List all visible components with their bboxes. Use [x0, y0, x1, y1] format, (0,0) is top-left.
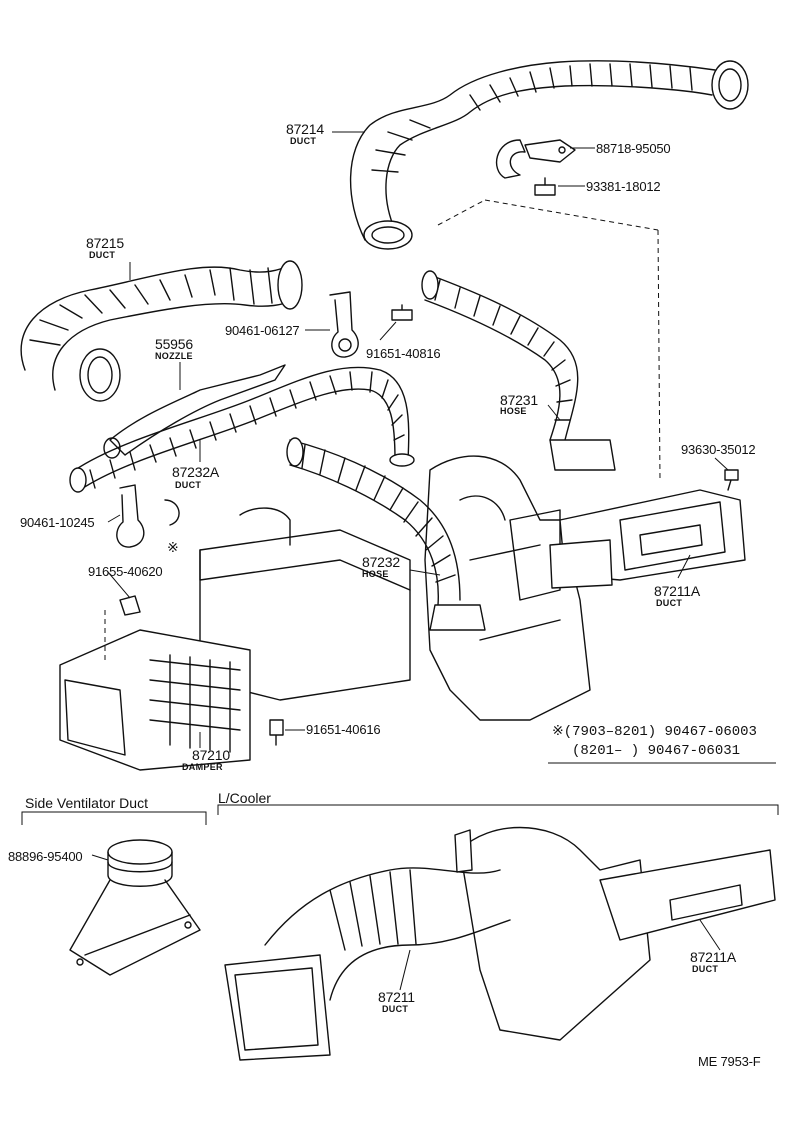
part-90461-10245-number: 90461-10245: [20, 515, 95, 530]
part-87215-number: 87215: [86, 235, 124, 251]
part-87211-number: 87211: [378, 989, 415, 1005]
note-line-1: ※(7903–8201) 90467-06003: [552, 724, 757, 740]
hose-87231-drawing: [421, 270, 616, 471]
hose-87232-drawing: [286, 437, 486, 631]
part-88718-number: 88718-95050: [596, 141, 671, 156]
asterisk-marker: ※: [167, 539, 179, 555]
clamp-90461-10245-drawing: [116, 484, 180, 548]
part-87211A-name: DUCT: [656, 598, 683, 608]
part-87215-name: DUCT: [89, 250, 116, 260]
part-87231-name: HOSE: [500, 406, 527, 416]
part-87214-name: DUCT: [290, 136, 317, 146]
part-87232-name: HOSE: [362, 569, 389, 579]
screw-93630-drawing: [724, 469, 739, 491]
part-87232-number: 87232: [362, 554, 400, 570]
duct-87215-drawing: [20, 260, 303, 402]
part-87211A-lcooler-name: DUCT: [692, 964, 719, 974]
part-55956-number: 55956: [155, 336, 193, 352]
side-ventilator-bracket: [21, 811, 207, 825]
part-91655-number: 91655-40620: [88, 564, 163, 579]
side-ventilator-duct-drawing: [69, 839, 201, 976]
part-87232A-name: DUCT: [175, 480, 202, 490]
part-88896-number: 88896-95400: [8, 849, 83, 864]
section-title-l-cooler: L/Cooler: [218, 790, 271, 806]
l-cooler-duct-87211-drawing: [224, 826, 776, 1061]
nozzle-55956-drawing: [103, 364, 286, 459]
duct-87232A-drawing: [69, 366, 415, 493]
part-87231-number: 87231: [500, 392, 538, 408]
part-87214-number: 87214: [286, 121, 324, 137]
part-55956-name: NOZZLE: [155, 351, 193, 361]
clamp-90461-06127-drawing: [329, 291, 359, 358]
part-87211-name: DUCT: [382, 1004, 409, 1014]
part-87211A-number: 87211A: [654, 583, 701, 599]
screw-93381-drawing: [534, 177, 556, 196]
drawing-code: ME 7953-F: [698, 1054, 761, 1069]
part-87211A-lcooler-number: 87211A: [690, 949, 737, 965]
duct-87211A-drawing: [437, 199, 746, 589]
part-91651-40616-number: 91651-40616: [306, 722, 381, 737]
leader-lines: [91, 131, 729, 991]
part-87210-number: 87210: [192, 747, 230, 763]
note-line-2: (8201– ) 90467-06031: [572, 743, 741, 759]
bolt-91651-40816-drawing: [391, 304, 413, 321]
part-87210-name: DAMPER: [182, 762, 223, 772]
part-91651-40816-number: 91651-40816: [366, 346, 441, 361]
clip-88718-drawing: [495, 139, 576, 179]
part-93381-number: 93381-18012: [586, 179, 661, 194]
part-93630-number: 93630-35012: [681, 442, 756, 457]
part-90461-06127-number: 90461-06127: [225, 323, 300, 338]
l-cooler-bracket: [217, 804, 779, 815]
bolt-91651-40616-drawing: [269, 719, 284, 746]
heater-unit-drawing: [424, 455, 591, 721]
section-title-side-ventilator: Side Ventilator Duct: [25, 795, 148, 811]
duct-87214-drawing: [349, 60, 749, 250]
damper-87210-drawing: [59, 507, 411, 771]
bolt-91655-drawing: [119, 595, 141, 616]
part-87232A-number: 87232A: [172, 464, 220, 480]
